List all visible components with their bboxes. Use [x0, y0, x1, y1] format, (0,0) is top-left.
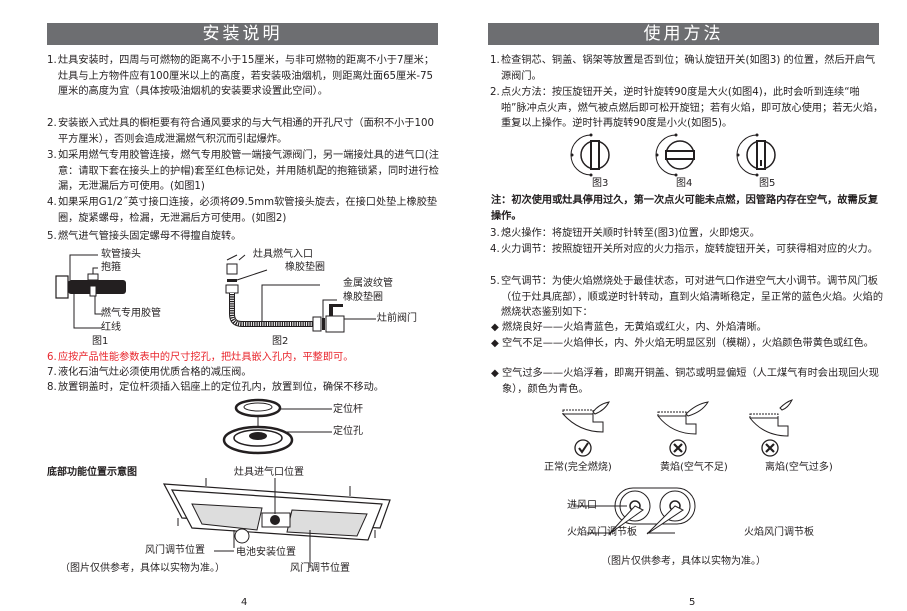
bottom-label-gas-inlet: 灶具进气口位置	[234, 467, 304, 478]
corrugated-pipe-figure	[225, 254, 345, 333]
flame-state-excess-air: ◆ 空气过多——火焰浮着，即离开铜盖、铜芯或明显偏短（人工煤气有时会出现回火现象…	[491, 368, 879, 395]
fig2-label-gas-inlet: 灶具燃气入口	[253, 249, 313, 260]
install-item-3: 3. 如采用燃气专用胶管连接，燃气专用胶管一端接气源阀门，另一端接灶具的进气口(…	[47, 150, 439, 192]
fig2-label-front-valve: 灶前阀门	[377, 313, 417, 324]
flame-state-good: ◆ 燃烧良好——火焰青蓝色，无黄焰或红火，内、外焰清晰。	[491, 320, 887, 336]
fig1-label-red-line: 红线	[101, 322, 121, 333]
bottom-label-damper-right: 风门调节位置	[290, 563, 350, 574]
page-number-right: 5	[689, 597, 696, 608]
bottom-label-battery: 电池安装位置	[236, 547, 296, 558]
knob-caption-fig3: 图3	[592, 178, 609, 189]
flame-lifted-figure	[748, 399, 793, 457]
diamond-bullet-icon: ◆	[491, 338, 499, 349]
air-damper-figure	[573, 487, 696, 535]
damper-left-leader-line	[214, 550, 234, 552]
damper-label-right-plate: 火焰风门调节板	[744, 527, 814, 538]
damper-label-air-inlet: 进风口	[567, 500, 597, 511]
install-item-6-warning: 6. 应按产品性能参数表中的尺寸挖孔，把灶具嵌入孔内，平整即可。	[47, 352, 354, 363]
usage-item-3: 3. 熄火操作：将旋钮开关顺时针转至(图3)位置，火即熄灭。	[490, 228, 760, 239]
fig1-label-clamp: 抱箍	[101, 262, 121, 273]
fig1-caption: 图1	[92, 336, 109, 347]
flame-state-low-air: ◆ 空气不足——火焰伸长，内、外火焰无明显区别（模糊），火焰颜色带黄色或红色。	[491, 336, 887, 352]
bottom-diagram-heading: 底部功能位置示意图	[47, 467, 137, 478]
install-item-4: 4. 如果采用G1/2˝英寸接口连接，必须将Ø9.5mm软管接头旋去，在接口处垫…	[47, 197, 438, 224]
burner-cap-figure	[222, 398, 332, 455]
install-item-5: 5. 燃气进气管接头固定螺母不得擅自旋转。	[47, 231, 242, 242]
fig2-valve-leader-line	[344, 318, 376, 320]
install-item-8: 8. 放置铜盖时，定位杆须插入铝座上的定位孔内，放置到位，确保不移动。	[47, 382, 384, 393]
knob-caption-fig4: 图4	[676, 178, 693, 189]
right-page: 使用方法 1. 检查铜芯、铜盖、锅架等放置是否到位；确认旋钮开关(如图3) 的位…	[453, 0, 907, 611]
usage-item-4: 4. 火力调节：按照旋钮开关所对应的火力指示，旋转旋钮开关，可获得相对应的火力。	[490, 244, 878, 255]
usage-item-1: 1. 检查铜芯、铜盖、锅架等放置是否到位；确认旋钮开关(如图3) 的位置，然后开…	[490, 55, 876, 82]
knob-low-figure	[736, 133, 776, 177]
burner-label-locating-hole: 定位孔	[333, 426, 363, 437]
flame-caption-yellow: 黄焰(空气不足)	[660, 462, 728, 473]
diamond-bullet-icon: ◆	[491, 368, 499, 379]
flame-yellow-figure	[656, 401, 709, 457]
damper-figure-note: （图片仅供参考，具体以实物为准。）	[601, 556, 766, 567]
usage-title: 使用方法	[488, 23, 879, 45]
flame-caption-lifted: 离焰(空气过多)	[765, 462, 833, 473]
stove-bottom-figure	[162, 478, 391, 568]
install-item-7: 7. 液化石油气灶必须使用优质合格的减压阀。	[47, 367, 252, 378]
page-number-left: 4	[241, 597, 248, 608]
fig1-label-hose-connector: 软管接头	[101, 249, 141, 260]
burner-label-locating-pin: 定位杆	[333, 404, 363, 415]
bottom-figure-note: （图片仅供参考，具体以实物为准。）	[60, 563, 225, 574]
fig1-label-gas-hose: 燃气专用胶管	[101, 308, 161, 319]
bottom-label-damper-left: 风门调节位置	[145, 545, 205, 556]
hose-connection-figure	[55, 254, 126, 329]
diamond-bullet-icon: ◆	[491, 322, 499, 333]
damper-label-left-plate: 火焰风门调节板	[567, 527, 637, 538]
left-page: 安装说明 1. 灶具安装时，四周与可燃物的距离不小于15厘米，与非可燃物的距离不…	[0, 0, 453, 611]
fig2-caption: 图2	[272, 336, 289, 347]
first-use-note: 注：初次使用或灶具停用过久，第一次点火可能未点燃，因管路内存在空气，故需反复操作…	[491, 195, 879, 222]
knob-high-figure	[655, 133, 695, 177]
fig2-label-rubber-washer-1: 橡胶垫圈	[285, 262, 325, 273]
knob-caption-fig5: 图5	[759, 178, 776, 189]
usage-item-5: 5. 空气调节：为使火焰燃烧处于最佳状态，可对进气口作进空气大小调节。调节风门板…	[490, 276, 884, 318]
fig2-label-metal-pipe: 金属波纹管	[343, 278, 393, 289]
fig2-label-rubber-washer-2: 橡胶垫圈	[343, 292, 383, 303]
knob-off-figure	[570, 133, 610, 177]
flame-normal-figure	[561, 401, 610, 457]
flame-caption-normal: 正常(完全燃烧)	[544, 462, 612, 473]
install-item-1: 1. 灶具安装时，四周与可燃物的距离不小于15厘米，与非可燃物的距离不小于7厘米…	[47, 55, 435, 97]
install-item-2: 2. 安装嵌入式灶具的橱柜要有符合通风要求的与大气相通的开孔尺寸（面积不小于10…	[47, 118, 435, 145]
installation-title: 安装说明	[47, 23, 438, 45]
usage-item-2: 2. 点火方法：按压旋钮开关，逆时针旋转90度是大火(如图4)，此时会听到连续“…	[490, 87, 884, 129]
